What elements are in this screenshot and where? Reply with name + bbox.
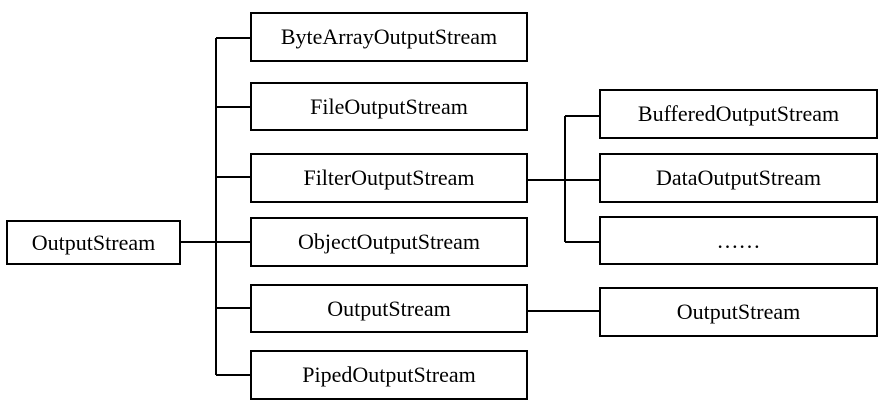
node-fileoutputstream: FileOutputStream: [250, 82, 528, 131]
node-label: FileOutputStream: [310, 93, 468, 119]
node-ellipsis: ……: [599, 216, 878, 265]
node-outputstream-grandchild: OutputStream: [599, 287, 878, 337]
root-node-label: OutputStream: [31, 229, 156, 255]
node-pipedoutputstream: PipedOutputStream: [250, 350, 528, 400]
node-label: FilterOutputStream: [303, 165, 475, 190]
node-label: PipedOutputStream: [302, 362, 476, 387]
node-label: ByteArrayOutputStream: [280, 24, 498, 49]
root-node: OutputStream: [6, 220, 181, 265]
node-label: DataOutputStream: [656, 165, 821, 190]
node-objectoutputstream: ObjectOutputStream: [250, 217, 528, 267]
node-bytearrayoutputstream: ByteArrayOutputStream: [250, 12, 528, 62]
node-label: ObjectOutputStream: [297, 229, 481, 254]
node-label: OutputStream: [327, 295, 451, 321]
node-label: BufferedOutputStream: [637, 101, 840, 126]
node-dataoutputstream: DataOutputStream: [599, 153, 878, 203]
node-outputstream-child: OutputStream: [250, 284, 528, 333]
node-label: OutputStream: [676, 299, 801, 324]
node-filteroutputstream: FilterOutputStream: [250, 153, 528, 203]
node-label: ……: [716, 227, 761, 253]
node-bufferedoutputstream: BufferedOutputStream: [599, 89, 878, 139]
